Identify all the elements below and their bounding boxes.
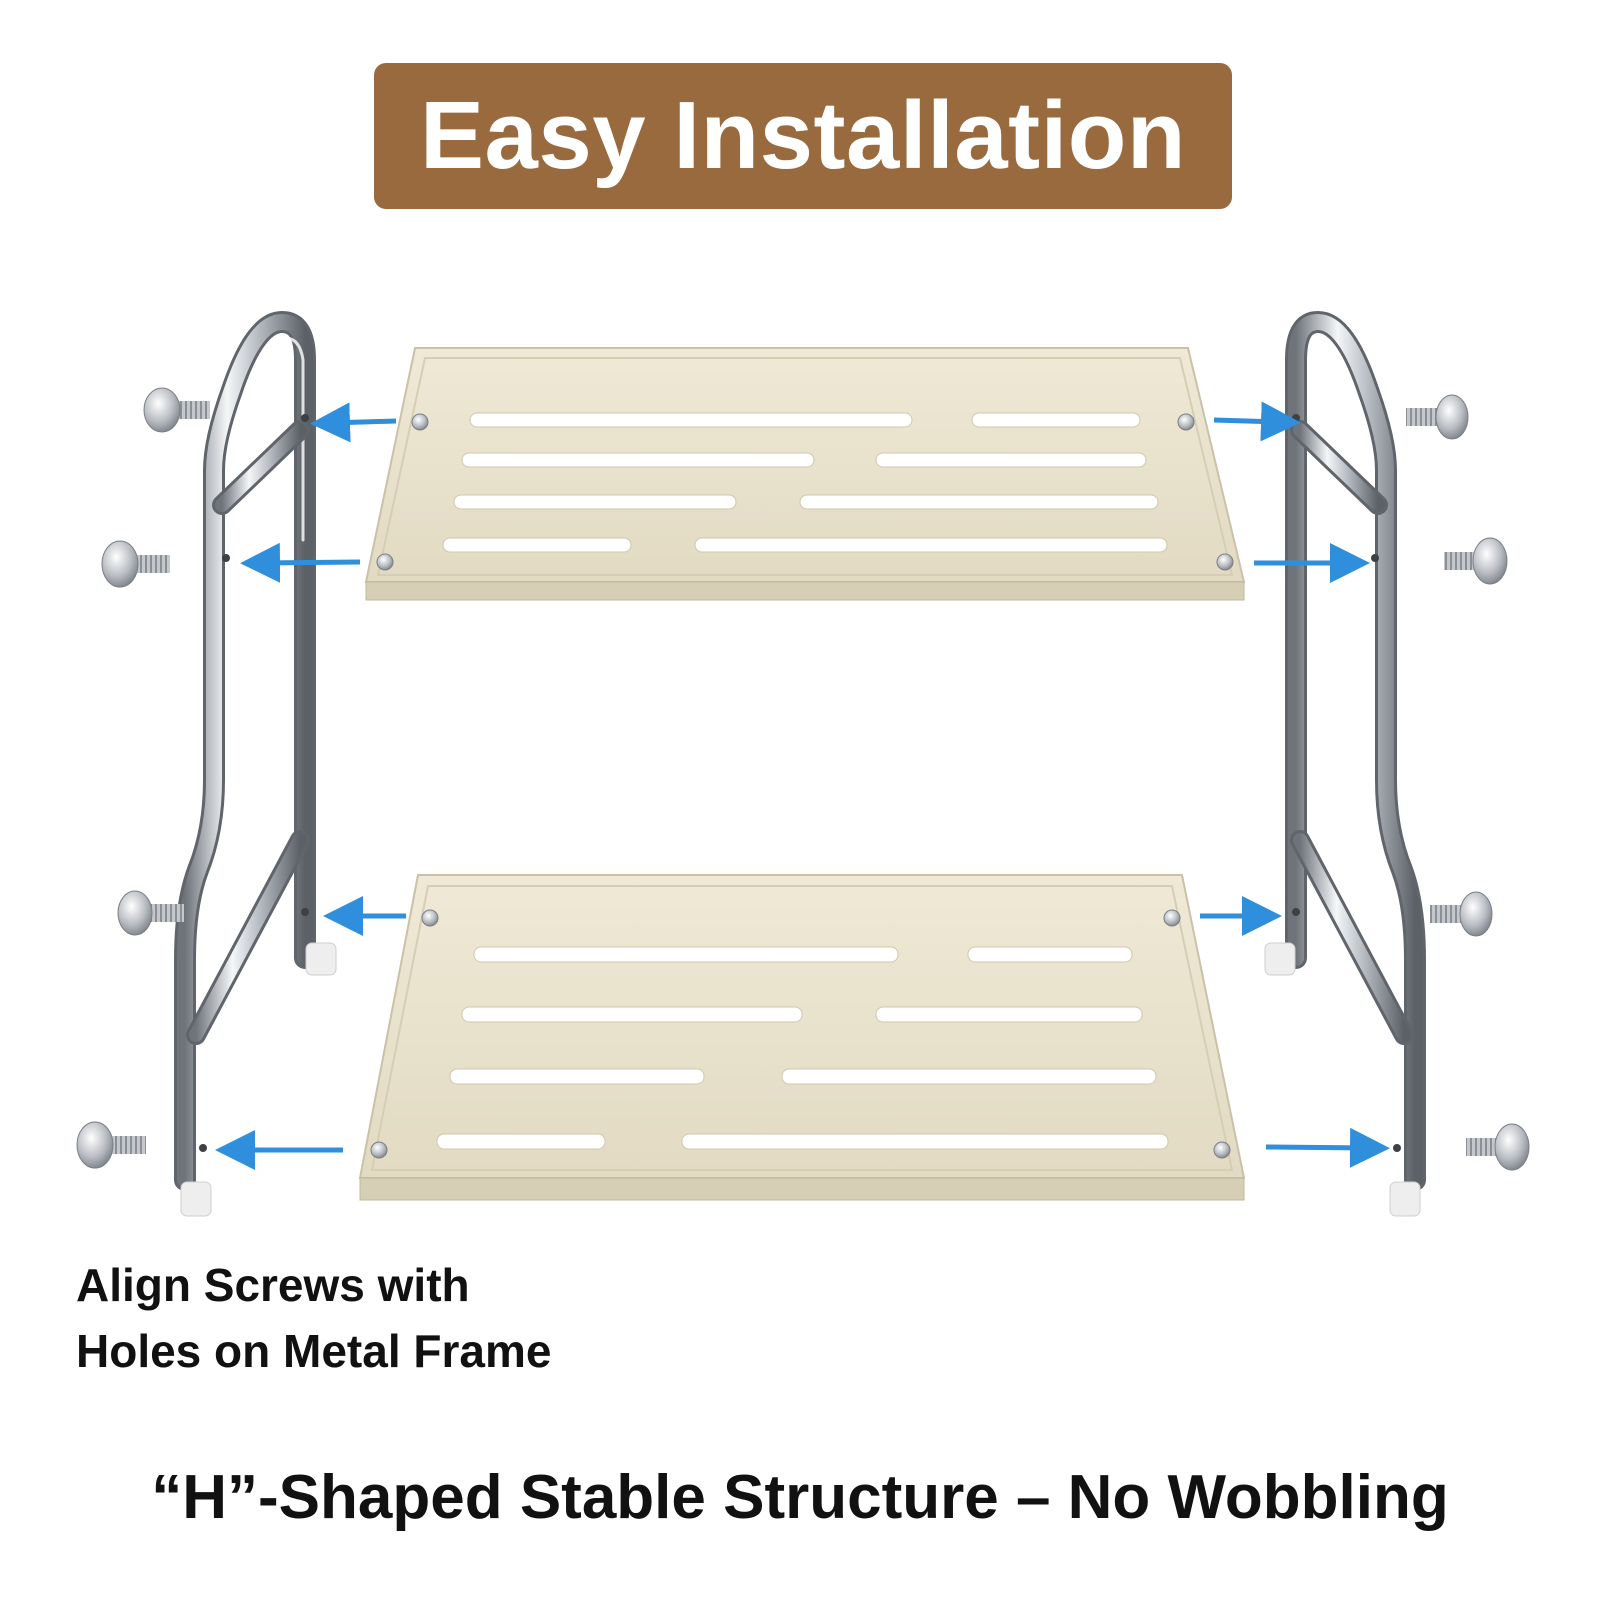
screw-icon <box>76 1121 146 1169</box>
screw-icon <box>143 387 210 433</box>
screw-icon <box>1466 1123 1530 1171</box>
lower-shelf-tray <box>358 874 1246 1201</box>
upper-shelf-tray <box>364 347 1246 601</box>
left-metal-frame <box>174 311 316 1191</box>
instruction-line-2: Holes on Metal Frame <box>76 1325 552 1377</box>
screw-icon <box>1406 394 1469 440</box>
installation-instruction: Align Screws with Holes on Metal Frame <box>76 1252 636 1384</box>
arrow-icon <box>215 401 1390 1170</box>
screw-icon <box>1430 891 1493 937</box>
screw-icon <box>101 540 170 588</box>
screw-icon <box>1444 537 1508 585</box>
instruction-line-1: Align Screws with <box>76 1259 470 1311</box>
title-banner: Easy Installation <box>374 63 1232 209</box>
page-title: Easy Installation <box>419 82 1187 189</box>
screw-icon <box>117 890 184 936</box>
right-rubber-foot <box>1264 942 1421 1217</box>
left-frame-holes <box>199 414 309 1152</box>
right-metal-frame <box>1285 311 1426 1191</box>
left-rubber-foot <box>180 942 337 1217</box>
feature-caption: “H”-Shaped Stable Structure – No Wobblin… <box>151 1463 1449 1532</box>
